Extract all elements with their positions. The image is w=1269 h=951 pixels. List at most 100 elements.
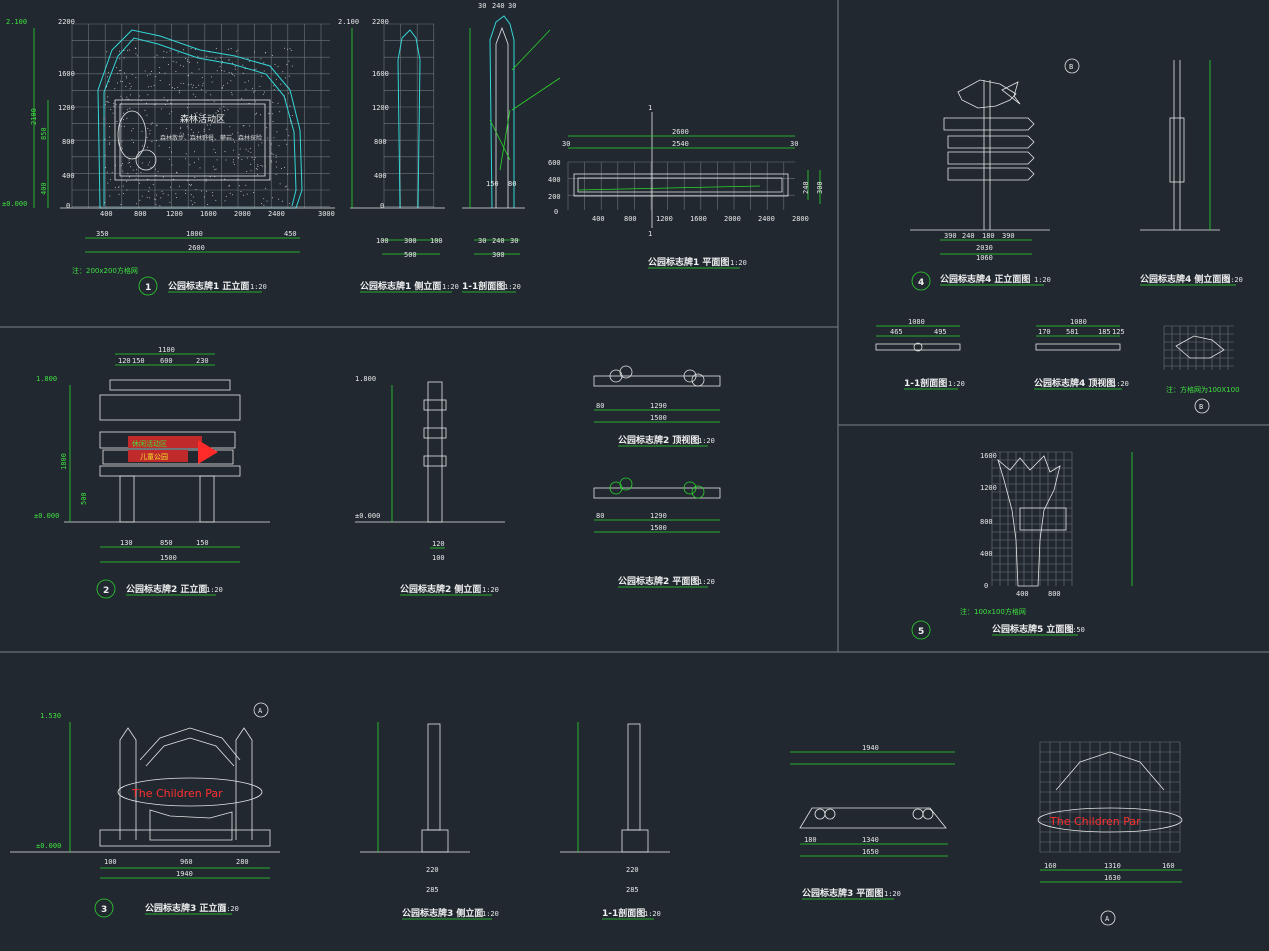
svg-text:230: 230 [196, 357, 209, 365]
detail-a-banner: The Children Par [1049, 815, 1141, 828]
panel-5-title: 公园标志牌5 立面图 [992, 623, 1073, 635]
svg-text:1:20: 1:20 [884, 890, 901, 898]
panel-3-side-elevation: 220 285 公园标志牌3 侧立面 1:20 [360, 722, 499, 920]
svg-text:80: 80 [596, 402, 604, 410]
svg-text:160: 160 [1044, 862, 1057, 870]
svg-text:285: 285 [626, 886, 639, 894]
svg-text:1650: 1650 [862, 848, 879, 856]
svg-text:1600: 1600 [58, 70, 75, 78]
svg-text:150: 150 [132, 357, 145, 365]
svg-text:1.800: 1.800 [355, 375, 376, 383]
svg-text:1600: 1600 [200, 210, 217, 218]
panel-2-top-view: 80 1290 1500 公园标志牌2 顶视图 1:20 [593, 365, 721, 447]
panel-3-section: 220 285 1-1剖面图 1:20 [560, 722, 670, 920]
panel-1-front-title: 公园标志牌1 正立面 [168, 280, 249, 292]
svg-text:400: 400 [1016, 590, 1029, 598]
svg-text:30: 30 [562, 140, 570, 148]
svg-text:1800: 1800 [60, 453, 68, 470]
panel-4-front-elevation: 390 240 180 390 2030 1060 B 4 公园标志牌4 正立面… [910, 58, 1080, 291]
sign-1-main-text: 森林活动区 [180, 113, 225, 125]
svg-text:390: 390 [1002, 232, 1015, 240]
svg-text:2100: 2100 [30, 108, 38, 125]
svg-text:285: 285 [426, 886, 439, 894]
sheet-dividers [0, 0, 1269, 653]
svg-text:400: 400 [548, 176, 561, 184]
svg-text:100: 100 [376, 237, 389, 245]
svg-text:2000: 2000 [724, 215, 741, 223]
svg-text:220: 220 [626, 866, 639, 874]
svg-text:150: 150 [196, 539, 209, 547]
svg-text:180: 180 [982, 232, 995, 240]
svg-text:80: 80 [508, 180, 516, 188]
panel-4-top-view: 1080 170 581 185 125 公园标志牌4 顶视图 1:20 [1034, 318, 1129, 390]
svg-text:80: 80 [596, 512, 604, 520]
sign-3-banner: The Children Par [131, 787, 223, 800]
panel-2-number: 2 [103, 586, 109, 596]
panel-3-side-title: 公园标志牌3 侧立面 [402, 907, 483, 919]
svg-text:1200: 1200 [58, 104, 75, 112]
svg-text:1:20: 1:20 [504, 283, 521, 291]
svg-text:850: 850 [40, 127, 48, 140]
panel-1-number: 1 [145, 283, 151, 293]
detail-b-note: 注：方格网为100X100 [1166, 385, 1240, 394]
svg-text:400: 400 [62, 172, 75, 180]
panel-5-elevation: 1600 1200 800 400 0 400 800 注：100x100方格网… [911, 451, 1133, 640]
svg-text:3000: 3000 [318, 210, 335, 218]
svg-text:100: 100 [430, 237, 443, 245]
elev-top-1: 2.100 [6, 18, 27, 26]
svg-text:1: 1 [648, 104, 652, 112]
svg-text:30: 30 [508, 2, 516, 10]
svg-text:800: 800 [980, 518, 993, 526]
svg-text:2.100: 2.100 [338, 18, 359, 26]
svg-text:240: 240 [962, 232, 975, 240]
svg-text:1500: 1500 [650, 524, 667, 532]
panel-4-front-title: 公园标志牌4 正立面图 [940, 273, 1030, 285]
svg-text:800: 800 [134, 210, 147, 218]
panel-2-side-elevation: 1.800 ±0.000 120 100 公园标志牌2 侧立面 1:20 [355, 375, 505, 596]
svg-text:220: 220 [426, 866, 439, 874]
panel-1-section-title: 1-1剖面图 [462, 280, 505, 292]
svg-text:200: 200 [548, 193, 561, 201]
svg-text:1080: 1080 [1070, 318, 1087, 326]
panel-1-plan-title: 公园标志牌1 平面图 [648, 256, 729, 268]
svg-text:±0.000: ±0.000 [355, 512, 380, 520]
svg-text:1200: 1200 [372, 104, 389, 112]
svg-text:600: 600 [160, 357, 173, 365]
svg-text:495: 495 [934, 328, 947, 336]
svg-text:465: 465 [890, 328, 903, 336]
svg-text:1:20: 1:20 [698, 437, 715, 445]
panel-1-side-title: 公园标志牌1 侧立面 [360, 280, 441, 292]
svg-text:240: 240 [802, 181, 810, 194]
svg-text:800: 800 [374, 138, 387, 146]
svg-text:160: 160 [1162, 862, 1175, 870]
svg-text:2030: 2030 [976, 244, 993, 252]
svg-text:1:20: 1:20 [1112, 380, 1129, 388]
svg-text:500: 500 [80, 492, 88, 505]
svg-text:600: 600 [548, 159, 561, 167]
panel-1-side-elevation: 2.100 2200 1600 1200 800 400 0 100 300 1… [338, 18, 459, 293]
svg-text:1500: 1500 [160, 554, 177, 562]
svg-text:1630: 1630 [1104, 874, 1121, 882]
svg-text:30: 30 [510, 237, 518, 245]
svg-text:A: A [258, 707, 263, 715]
panel-3-detail-a: The Children Par 160 1310 160 1630 A [1037, 741, 1183, 926]
panel-5-note: 注：100x100方格网 [960, 607, 1026, 616]
svg-text:A: A [1105, 915, 1110, 923]
svg-text:1310: 1310 [1104, 862, 1121, 870]
svg-text:960: 960 [180, 858, 193, 866]
elev-top-2: 1.800 [36, 375, 57, 383]
panel-3-section-title: 1-1剖面图 [602, 907, 645, 919]
svg-text:1:20: 1:20 [250, 283, 267, 291]
svg-text:2800: 2800 [792, 215, 809, 223]
svg-text:2000: 2000 [234, 210, 251, 218]
svg-text:2400: 2400 [758, 215, 775, 223]
panel-2-plan: 80 1290 1500 公园标志牌2 平面图 1:20 [593, 477, 721, 588]
svg-text:1500: 1500 [650, 414, 667, 422]
svg-text:1:20: 1:20 [698, 578, 715, 586]
svg-text:180: 180 [804, 836, 817, 844]
svg-text:1600: 1600 [372, 70, 389, 78]
grid-note-1: 注：200x200方格网 [72, 266, 138, 275]
svg-text:1:20: 1:20 [482, 586, 499, 594]
svg-text:1290: 1290 [650, 512, 667, 520]
svg-text:1940: 1940 [176, 870, 193, 878]
